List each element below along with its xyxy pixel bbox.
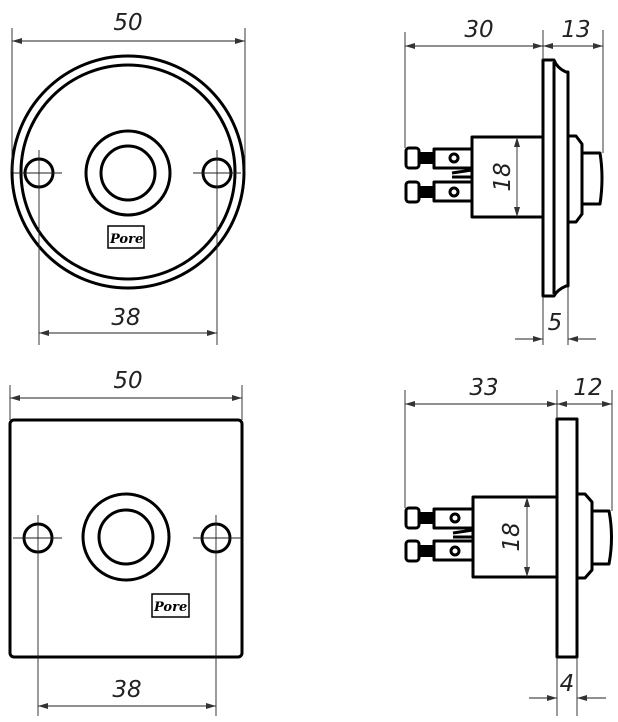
dim-body-height: 18 bbox=[490, 162, 516, 191]
square-side-view: 33 12 18 4 bbox=[404, 375, 613, 716]
button-boss bbox=[577, 492, 594, 580]
terminal-top bbox=[404, 146, 474, 170]
dim-overall-width: 50 bbox=[113, 10, 142, 36]
square-front-view: Pore 50 38 bbox=[8, 368, 244, 716]
dim-body-depth: 30 bbox=[464, 17, 493, 43]
push-button bbox=[592, 509, 613, 566]
button-outer-ring bbox=[81, 492, 171, 582]
logo-mark: Pore bbox=[151, 593, 190, 618]
dim-hole-spacing: 38 bbox=[112, 677, 141, 703]
dim-plate-thickness: 4 bbox=[560, 671, 575, 697]
push-button bbox=[582, 151, 604, 206]
button-boss bbox=[568, 134, 584, 224]
button-outer-ring bbox=[84, 129, 172, 217]
dim-overall-width: 50 bbox=[113, 368, 142, 394]
dim-hole-spacing: 38 bbox=[111, 305, 140, 331]
terminal-bottom bbox=[404, 539, 475, 563]
inner-rim-circle bbox=[19, 63, 237, 281]
svg-text:Pore: Pore bbox=[153, 600, 187, 615]
logo-mark: Pore bbox=[107, 225, 145, 249]
terminal-top bbox=[404, 506, 475, 530]
button-inner-ring bbox=[99, 144, 157, 202]
dim-front-projection: 12 bbox=[573, 375, 602, 401]
dim-front-projection: 13 bbox=[561, 17, 590, 43]
dim-body-height: 18 bbox=[499, 522, 525, 551]
plate-profile bbox=[555, 417, 579, 659]
button-inner-ring bbox=[97, 508, 155, 566]
dim-plate-thickness: 5 bbox=[548, 310, 563, 336]
round-front-view: Pore 50 38 bbox=[10, 10, 246, 345]
round-side-view: 30 13 18 5 bbox=[404, 17, 604, 345]
terminal-bottom bbox=[404, 180, 474, 204]
outer-rim-circle bbox=[10, 54, 246, 290]
dim-body-depth: 33 bbox=[469, 375, 498, 401]
square-plate-outline bbox=[8, 418, 244, 659]
svg-text:Pore: Pore bbox=[109, 232, 143, 247]
